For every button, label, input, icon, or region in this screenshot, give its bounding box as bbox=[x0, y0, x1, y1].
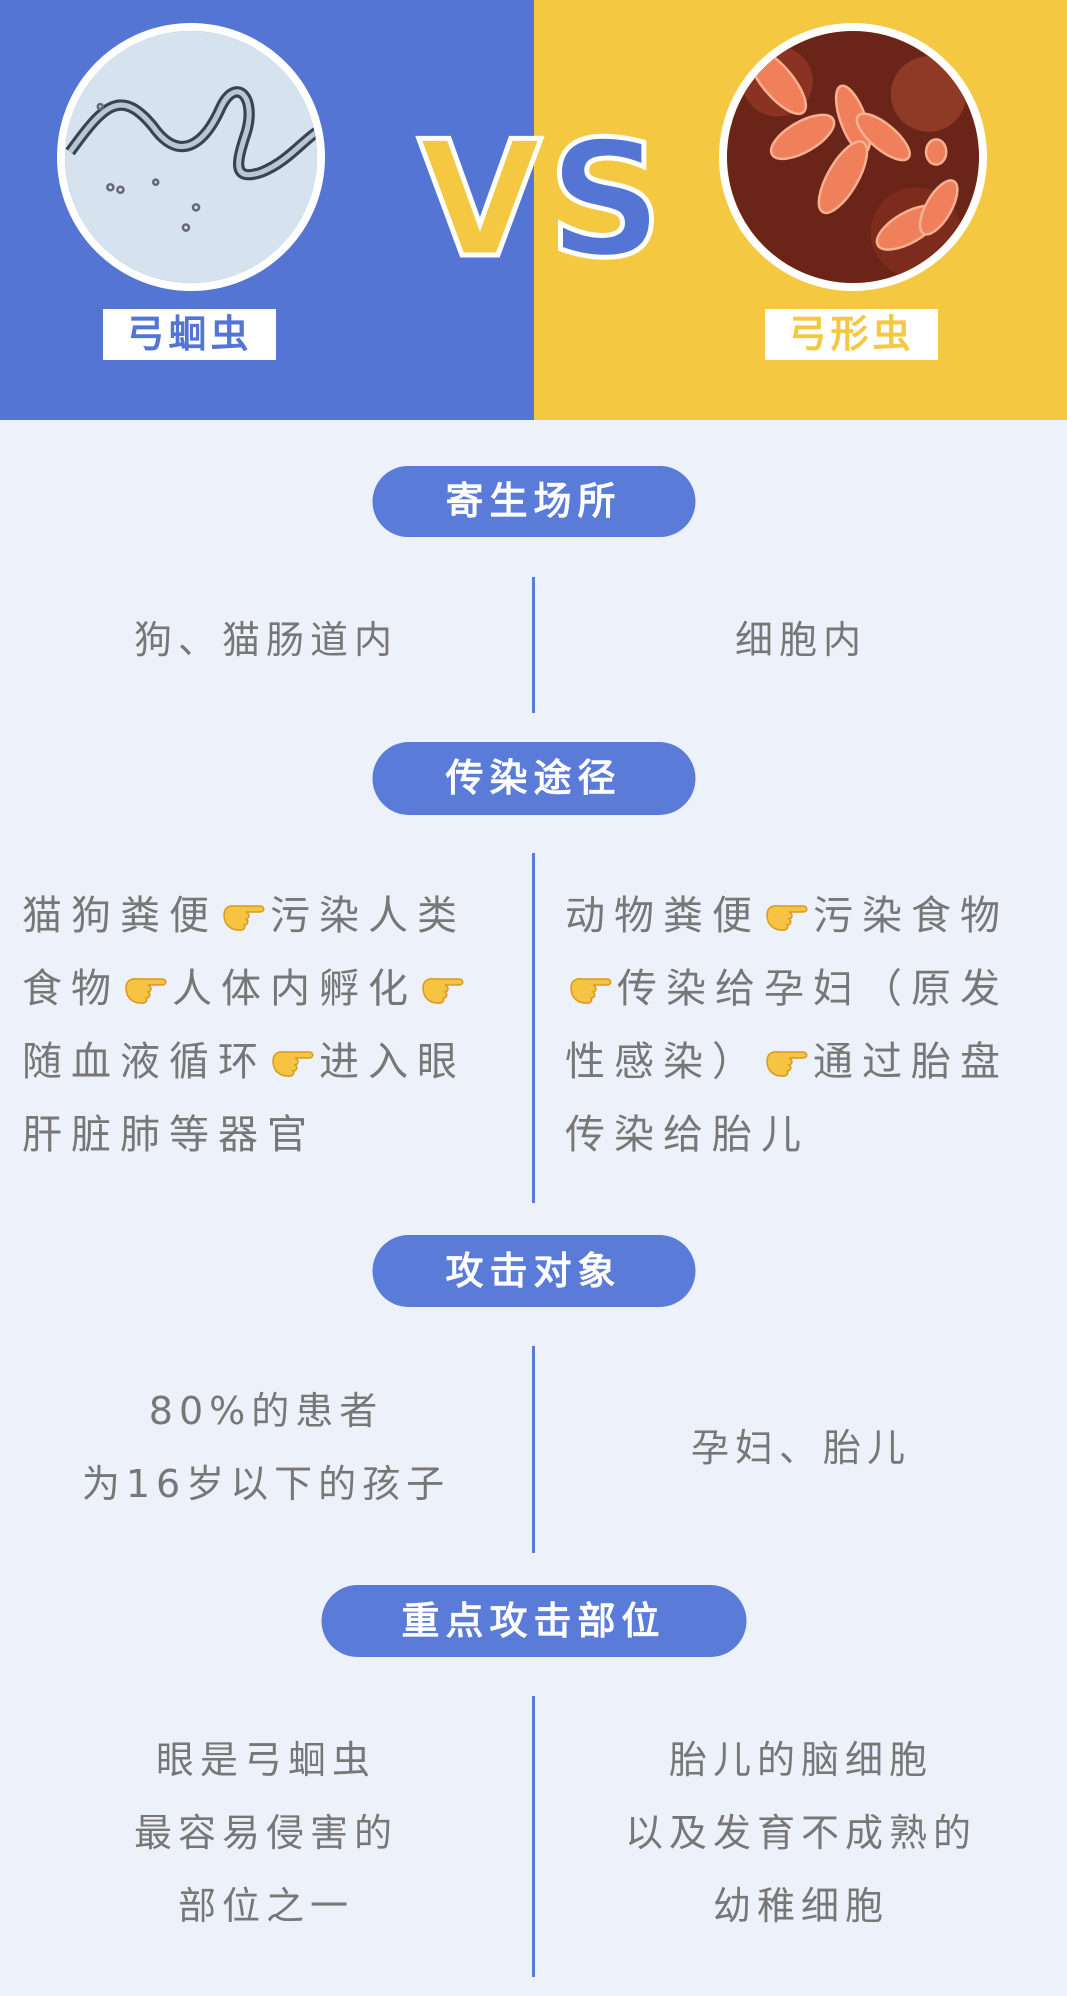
section-title-attack-site: 重点攻击部位 bbox=[321, 1585, 746, 1657]
divider bbox=[532, 577, 535, 713]
text-line: 最容易侵害的 bbox=[133, 1811, 398, 1855]
pointing-hand-icon bbox=[766, 1051, 808, 1077]
text-line: 为16岁以下的孩子 bbox=[81, 1462, 451, 1506]
text-line: 孕妇、胎儿 bbox=[690, 1426, 911, 1470]
vs-letter-v: V bbox=[416, 106, 545, 293]
section-title-habitat: 寄生场所 bbox=[372, 466, 695, 537]
divider bbox=[532, 1696, 535, 1977]
text-line: 幼稚细胞 bbox=[712, 1884, 889, 1928]
vs-letter-s: S bbox=[545, 106, 665, 293]
pointing-hand-icon bbox=[272, 1051, 314, 1077]
pointing-hand-icon bbox=[766, 905, 808, 931]
pointing-hand-icon bbox=[223, 905, 265, 931]
habitat-right: 细胞内 bbox=[535, 610, 1067, 670]
attack-site-left: 眼是弓蛔虫 最容易侵害的 部位之一 bbox=[0, 1724, 532, 1943]
text-line: 传染给胎儿 bbox=[565, 1112, 810, 1158]
roundworm-image bbox=[57, 23, 325, 291]
divider bbox=[532, 853, 535, 1203]
section-title-transmission: 传染途径 bbox=[372, 742, 695, 815]
pointing-hand-icon bbox=[125, 978, 167, 1004]
habitat-left: 狗、猫肠道内 bbox=[0, 610, 532, 670]
text-line: 性感染）通过胎盘 bbox=[565, 1039, 1009, 1085]
text-line: 眼是弓蛔虫 bbox=[155, 1738, 376, 1782]
text-line: 猫狗粪便污染人类 bbox=[22, 893, 466, 939]
text-line: 80%的患者 bbox=[148, 1389, 384, 1433]
text-line: 胎儿的脑细胞 bbox=[668, 1738, 933, 1782]
text-line: 部位之一 bbox=[177, 1884, 354, 1928]
transmission-left: 猫狗粪便污染人类 食物人体内孵化 随血液循环进入眼 肝脏肺等器官 bbox=[22, 880, 532, 1172]
target-left: 80%的患者 为16岁以下的孩子 bbox=[0, 1375, 532, 1521]
text-line: 细胞内 bbox=[734, 618, 867, 662]
roundworm-label: 弓蛔虫 bbox=[103, 309, 276, 360]
text-line: 狗、猫肠道内 bbox=[133, 618, 398, 662]
toxoplasma-image bbox=[719, 23, 987, 291]
pointing-hand-icon bbox=[570, 978, 612, 1004]
text-line: 随血液循环进入眼 bbox=[22, 1039, 466, 1085]
text-line: 肝脏肺等器官 bbox=[22, 1112, 316, 1158]
pointing-hand-icon bbox=[422, 978, 464, 1004]
text-line: 动物粪便污染食物 bbox=[565, 893, 1009, 939]
text-line: 食物人体内孵化 bbox=[22, 953, 532, 1026]
section-title-target: 攻击对象 bbox=[372, 1235, 695, 1307]
divider bbox=[532, 1346, 535, 1553]
transmission-right: 动物粪便污染食物 传染给孕妇（原发 性感染）通过胎盘 传染给胎儿 bbox=[565, 880, 1067, 1172]
target-right: 孕妇、胎儿 bbox=[535, 1412, 1067, 1485]
toxoplasma-label: 弓形虫 bbox=[765, 309, 938, 360]
text-line: 传染给孕妇（原发 bbox=[565, 953, 1067, 1026]
text-line: 以及发育不成熟的 bbox=[624, 1811, 977, 1855]
attack-site-right: 胎儿的脑细胞 以及发育不成熟的 幼稚细胞 bbox=[535, 1724, 1067, 1943]
